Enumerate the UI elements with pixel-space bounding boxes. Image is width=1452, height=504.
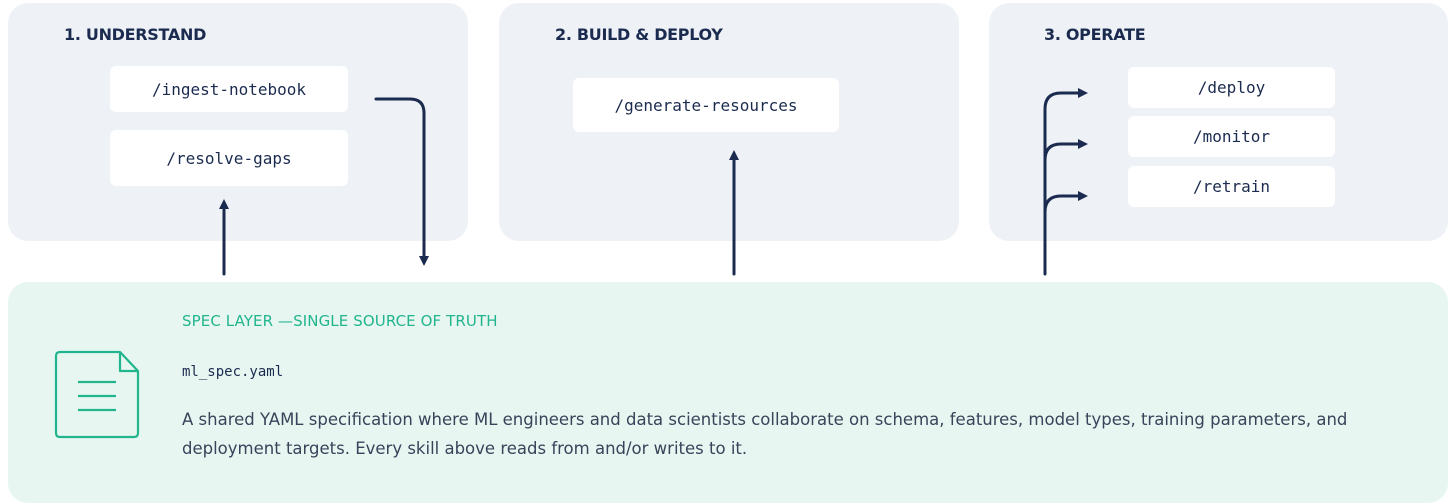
- cmd-monitor[interactable]: /monitor: [1128, 116, 1335, 157]
- spec-layer-panel: [8, 282, 1448, 503]
- panel-title-understand: 1. UNDERSTAND: [64, 25, 207, 44]
- cmd-generate-resources[interactable]: /generate-resources: [573, 78, 839, 132]
- panel-title-build-deploy: 2. BUILD & DEPLOY: [555, 25, 723, 44]
- spec-layer-title: SPEC LAYER —SINGLE SOURCE OF TRUTH: [182, 312, 498, 330]
- cmd-resolve-gaps[interactable]: /resolve-gaps: [110, 130, 348, 186]
- panel-title-operate: 3. OPERATE: [1044, 25, 1146, 44]
- cmd-deploy[interactable]: /deploy: [1128, 67, 1335, 108]
- cmd-ingest-notebook[interactable]: /ingest-notebook: [110, 66, 348, 112]
- spec-description: A shared YAML specification where ML eng…: [182, 410, 1348, 458]
- spec-file-name: ml_spec.yaml: [182, 364, 284, 380]
- cmd-retrain[interactable]: /retrain: [1128, 166, 1335, 207]
